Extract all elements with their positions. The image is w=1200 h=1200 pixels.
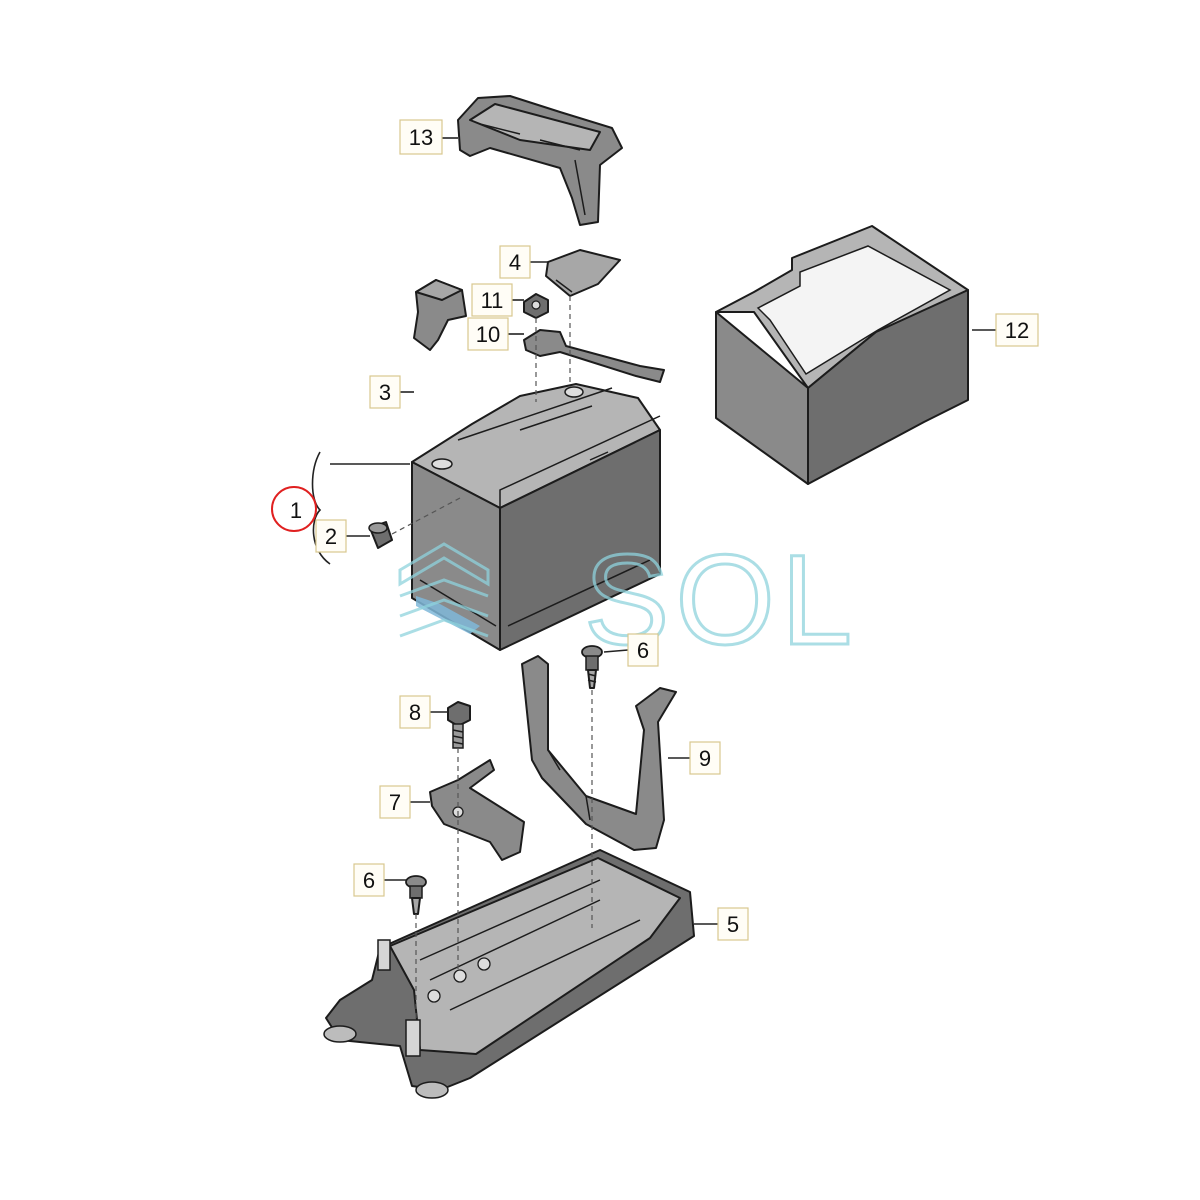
part-6-screw-lower: [405, 875, 427, 915]
callout-1-label: 1: [290, 498, 302, 523]
callout-7-label: 7: [389, 790, 401, 815]
callout-11-label: 11: [481, 288, 504, 313]
callout-7: 7: [379, 785, 411, 819]
assembly-dashed-lines: [391, 296, 593, 1022]
callout-1: 1: [271, 486, 317, 532]
callout-9: 9: [689, 741, 721, 775]
callout-5: 5: [717, 907, 749, 941]
callout-8-label: 8: [409, 700, 421, 725]
callout-9-label: 9: [699, 746, 711, 771]
callout-10: 10: [467, 317, 509, 351]
callout-2-label: 2: [325, 524, 337, 549]
part-13-top-bracket: [457, 95, 623, 226]
callout-3-label: 3: [379, 380, 391, 405]
part-12-insulation-box: [715, 225, 969, 485]
callout-2: 2: [315, 519, 347, 553]
callout-3: 3: [369, 375, 401, 409]
callout-5-label: 5: [727, 912, 739, 937]
callout-1-highlight-ring: [271, 486, 317, 532]
callout-8: 8: [399, 695, 431, 729]
part-8-bolt: [447, 701, 471, 749]
part-4-terminal-cover: [545, 249, 621, 297]
part-10-clamp: [523, 329, 665, 383]
callout-6-lower-label: 6: [363, 868, 375, 893]
part-9-strap: [521, 655, 677, 851]
callout-6-lower: 6: [353, 863, 385, 897]
callout-4: 4: [499, 245, 531, 279]
callout-4-label: 4: [509, 250, 521, 275]
part-5-battery-tray: [323, 849, 695, 1099]
callout-13: 13: [399, 119, 443, 155]
callout-6-upper-label: 6: [637, 638, 649, 663]
callout-6-upper: 6: [627, 633, 659, 667]
callout-11: 11: [471, 283, 513, 317]
part-11-nut: [523, 293, 549, 319]
callout-10-label: 10: [476, 322, 500, 347]
callout-13-label: 13: [409, 125, 433, 150]
watermark-text: SOL: [584, 529, 858, 672]
part-2-vent-plug: [368, 521, 393, 549]
part-6-screw-upper: [581, 645, 603, 689]
part-7-mount-bracket: [429, 759, 525, 861]
callout-12-label: 12: [1005, 318, 1029, 343]
callout-12: 12: [995, 313, 1039, 347]
part-3-terminal-protector: [413, 279, 467, 351]
